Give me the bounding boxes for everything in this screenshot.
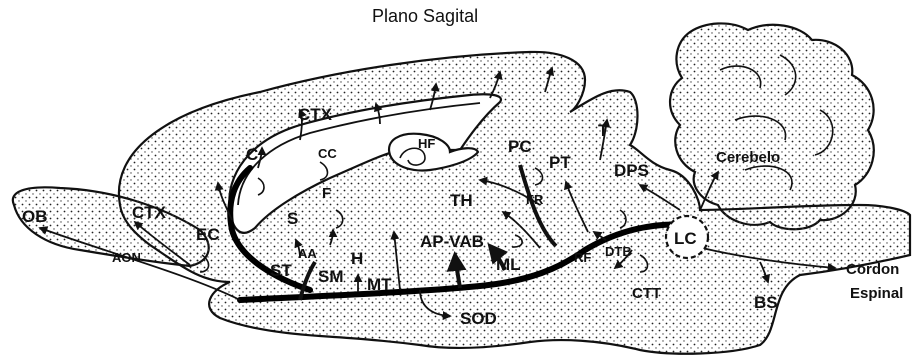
label-cerebelo: Cerebelo [716, 149, 780, 166]
label-t: T [598, 121, 609, 140]
label-ap-vab: AP-VAB [420, 232, 484, 251]
label-lc: LC [674, 229, 697, 248]
label-ctx-top: CTX [298, 105, 333, 124]
label-dps: DPS [614, 161, 649, 180]
label-espinal: Espinal [850, 285, 903, 302]
label-sod: SOD [460, 309, 497, 328]
label-s: S [287, 209, 298, 228]
diagram-title: Plano Sagital [372, 6, 478, 26]
label-mt: MT [367, 275, 392, 294]
label-cordon: Cordon [846, 261, 899, 278]
label-st: ST [270, 261, 292, 280]
label-ec: EC [196, 225, 220, 244]
label-ml: ML [496, 255, 521, 274]
cerebellum-outline [670, 23, 874, 229]
label-cc: CC [318, 146, 337, 161]
label-dtb: DTB [605, 244, 632, 259]
label-c: C [246, 145, 258, 164]
label-pt: PT [549, 153, 571, 172]
label-f: F [322, 185, 331, 202]
label-bs: BS [754, 293, 778, 312]
label-h: H [351, 249, 363, 268]
label-th: TH [450, 191, 473, 210]
label-pc: PC [508, 137, 532, 156]
label-rf: RF [574, 250, 591, 265]
label-ctt: CTT [632, 285, 661, 302]
label-ctx-front: CTX [132, 203, 167, 222]
label-fr: FR [526, 192, 544, 207]
label-aon: AON [112, 250, 141, 265]
label-hf: HF [418, 136, 435, 151]
label-sm: SM [318, 267, 344, 286]
label-ob: OB [22, 207, 48, 226]
label-aa: AA [298, 246, 317, 261]
